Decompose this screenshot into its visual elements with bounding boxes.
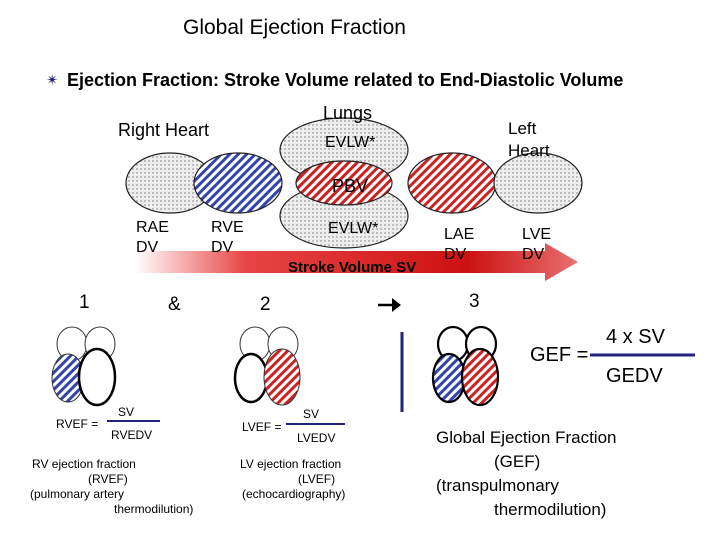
left-atrium-ellipse	[408, 153, 496, 213]
left-ventricle-ellipse	[494, 153, 582, 213]
rae-dv-label: DV	[136, 239, 158, 257]
heart-icon-global	[433, 327, 498, 405]
gef-caption-line3: (transpulmonary	[436, 474, 706, 498]
rve-dv-label: DV	[211, 239, 233, 257]
lvef-label: LVEF =	[242, 420, 281, 434]
gef-caption-line1: Global Ejection Fraction	[436, 426, 706, 450]
rvef-label: RVEF =	[56, 417, 98, 431]
right-arrow-icon	[378, 298, 401, 312]
step-1: 1	[79, 292, 90, 314]
pbv-label: PBV	[332, 176, 368, 197]
gef-numerator: 4 x SV	[606, 326, 665, 349]
right-heart-label: Right Heart	[118, 120, 209, 141]
rvef-caption-line3: (pulmonary artery	[30, 487, 220, 502]
heart-icon-lv	[235, 327, 300, 405]
lvef-caption-line2: (LVEF)	[240, 472, 390, 487]
gef-label: GEF =	[530, 344, 588, 367]
left-heart-label-text: Left Heart	[508, 118, 568, 162]
step-3: 3	[469, 291, 480, 313]
heart-icon-rv	[52, 327, 115, 405]
gef-denominator: GEDV	[606, 365, 663, 388]
rvef-numerator: SV	[118, 405, 134, 419]
page-title: Global Ejection Fraction	[183, 16, 406, 40]
step-2: 2	[260, 294, 271, 316]
rae-label: RAE	[136, 219, 169, 237]
gef-caption-line2: (GEF)	[436, 450, 706, 474]
evlw-top-label: EVLW*	[325, 134, 375, 152]
gef-caption: Global Ejection Fraction (GEF) (transpul…	[436, 426, 706, 522]
lvef-numerator: SV	[303, 407, 319, 421]
lae-label: LAE	[444, 226, 474, 244]
lae-dv-label: DV	[444, 246, 466, 264]
stroke-volume-label: Stroke Volume SV	[288, 259, 416, 276]
rvef-caption: RV ejection fraction (RVEF) (pulmonary a…	[30, 457, 220, 517]
evlw-mid-label: EVLW*	[328, 220, 378, 238]
right-ventricle-ellipse	[194, 153, 282, 213]
lve-dv-label: DV	[522, 246, 544, 264]
rvef-caption-line2: (RVEF)	[30, 472, 220, 487]
rvef-denominator: RVEDV	[111, 428, 152, 442]
lvef-caption: LV ejection fraction (LVEF) (echocardiog…	[240, 457, 390, 502]
bullet-text: Ejection Fraction: Stroke Volume related…	[67, 70, 623, 91]
step-amp: &	[168, 294, 181, 316]
lvef-caption-line1: LV ejection fraction	[240, 457, 390, 472]
rvef-caption-line1: RV ejection fraction	[30, 457, 220, 472]
left-heart-label: Left Heart	[508, 118, 568, 162]
gef-caption-line4: thermodilution)	[436, 498, 706, 522]
lungs-label: Lungs	[323, 103, 372, 124]
bullet-icon: ✴	[46, 71, 59, 89]
lve-label: LVE	[522, 226, 551, 244]
lvef-denominator: LVEDV	[297, 431, 335, 445]
rvef-caption-line4: thermodilution)	[30, 502, 220, 517]
rve-label: RVE	[211, 219, 244, 237]
lvef-caption-line3: (echocardiography)	[240, 487, 390, 502]
